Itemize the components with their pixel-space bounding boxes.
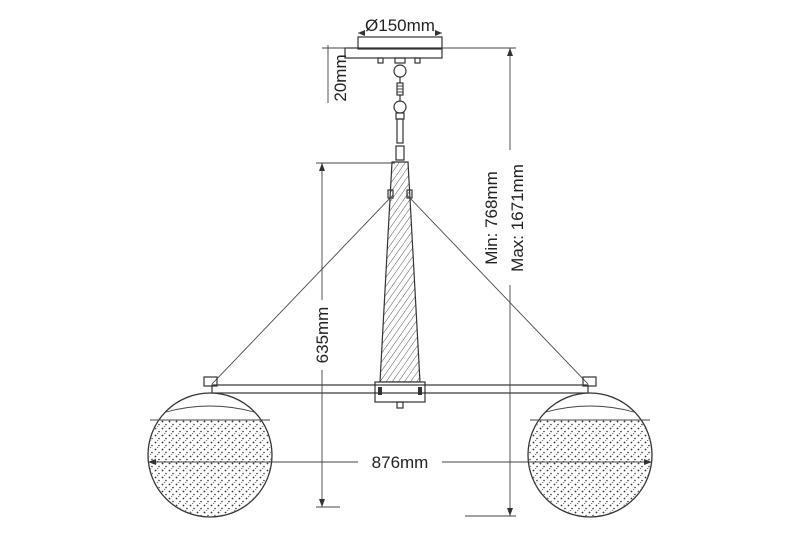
suspension-chain xyxy=(393,64,407,161)
lamp-stem xyxy=(374,161,426,409)
dimension-canopy-height: 20mm xyxy=(322,45,350,103)
canopy xyxy=(344,36,443,64)
crossbar xyxy=(211,384,589,394)
max-height-label: Max: 1671mm xyxy=(508,164,527,272)
canopy-diameter-label: Ø150mm xyxy=(365,16,435,35)
globe-left xyxy=(147,376,273,518)
dimension-total-height: Min: 768mm Max: 1671mm xyxy=(442,47,536,517)
support-wire-right xyxy=(406,194,589,385)
dimension-body-height: 635mm xyxy=(311,162,395,508)
min-height-label: Min: 768mm xyxy=(482,171,501,265)
canopy-height-label: 20mm xyxy=(331,54,350,101)
globe-right xyxy=(527,376,653,518)
support-wire-left xyxy=(211,194,394,385)
width-label: 876mm xyxy=(372,453,429,472)
dimension-width: 876mm xyxy=(148,450,652,472)
dimension-canopy-diameter: Ø150mm xyxy=(358,16,442,36)
body-height-label: 635mm xyxy=(313,307,332,364)
